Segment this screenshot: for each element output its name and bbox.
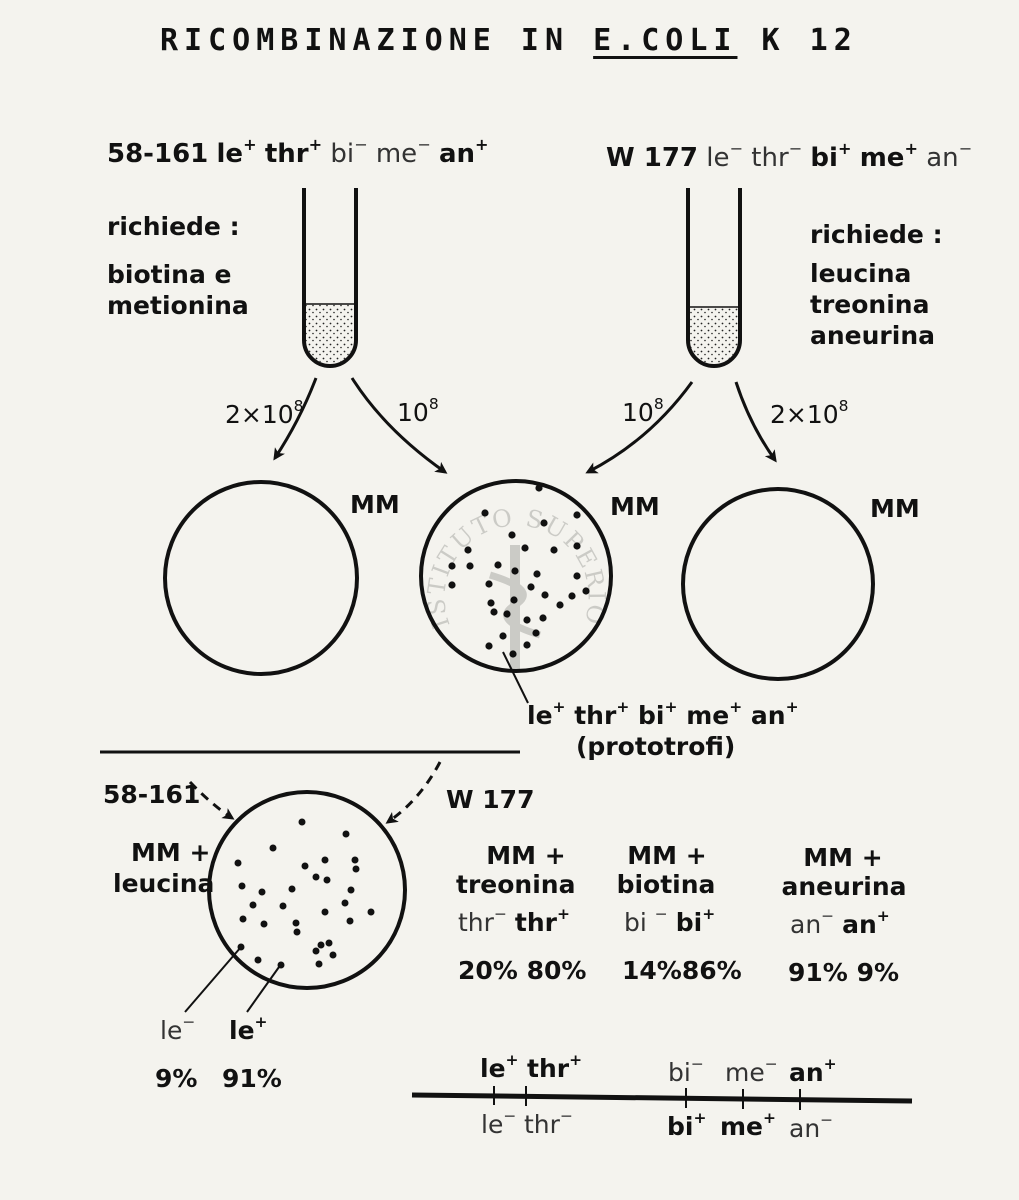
selection-aneurina-medium1: MM + xyxy=(803,843,883,872)
gene-bi-right: bi+ xyxy=(810,138,852,173)
genetic-map-line xyxy=(411,1092,913,1104)
selection-treonina-medium1: MM + xyxy=(486,841,566,870)
prototroph-genotype: le+ thr+ bi+ me+ an+ xyxy=(527,698,799,730)
prototroph-pointer xyxy=(502,651,529,704)
arrow-right-to-plate2 xyxy=(585,381,694,474)
dashed-arrow-left xyxy=(188,780,235,820)
plate-center-medium: MM xyxy=(610,492,660,521)
cross-left-strain: 58-161 xyxy=(103,780,201,809)
test-tube-left xyxy=(302,188,358,368)
count-right-plate2: 108 xyxy=(622,395,664,427)
gene-me-left: me− xyxy=(375,134,431,169)
map-bottom-le: le− xyxy=(481,1107,517,1139)
selection-biotina-pct: 14%86% xyxy=(622,956,742,985)
genetic-map-ticks xyxy=(493,1086,801,1110)
selection-aneurina-alleles: an− an+ xyxy=(790,907,890,939)
count-left-plate1: 2×108 xyxy=(225,397,304,429)
map-bottom-an: an− xyxy=(789,1111,834,1143)
plate-right xyxy=(681,487,875,681)
dashed-arrow-right xyxy=(385,761,442,824)
map-bottom-bi: bi+ xyxy=(667,1109,707,1141)
strain-right-name: W 177 xyxy=(606,143,699,173)
requires-left-line2: metionina xyxy=(107,291,249,320)
requires-label-right: richiede : xyxy=(810,220,943,249)
cross-medium-line1: MM + xyxy=(131,838,211,867)
map-top-bi: bi− xyxy=(668,1055,704,1087)
selection-treonina-pct: 20% 80% xyxy=(458,956,587,985)
cross-medium-line2: leucina xyxy=(113,869,215,898)
cross-right-strain: W 177 xyxy=(446,785,535,814)
le-plus-pct: 91% xyxy=(222,1064,282,1093)
map-bottom-thr: thr− xyxy=(524,1107,573,1139)
selection-aneurina-pct: 91% 9% xyxy=(788,958,900,987)
count-right-plate3: 2×108 xyxy=(770,397,849,429)
count-left-plate2: 108 xyxy=(397,395,439,427)
arrow-left-to-plate1 xyxy=(273,377,318,461)
arrow-left-to-plate2 xyxy=(350,377,448,474)
gene-thr-left: thr+ xyxy=(264,134,323,169)
le-minus-label: le− xyxy=(160,1013,196,1045)
strain-left-name: 58-161 xyxy=(107,139,209,169)
plate-left-medium: MM xyxy=(350,490,400,519)
requires-right-line2: treonina xyxy=(810,290,930,319)
selection-treonina-medium2: treonina xyxy=(456,870,576,899)
strain-right-genotype: W 177 le− thr− bi+ me+ an− xyxy=(606,138,973,173)
gene-an-left: an+ xyxy=(438,134,489,169)
map-top-me: me− xyxy=(725,1055,778,1087)
map-top-thr: thr+ xyxy=(527,1051,583,1083)
map-bottom-me: me+ xyxy=(720,1109,777,1141)
title-organism: E.COLI xyxy=(593,23,738,58)
arrow-right-to-plate3 xyxy=(734,381,777,463)
requires-right-line3: aneurina xyxy=(810,321,935,350)
gene-an-right: an− xyxy=(926,138,973,173)
plate-left xyxy=(163,480,359,676)
gene-me-right: me+ xyxy=(859,138,918,173)
map-top-an: an+ xyxy=(789,1055,837,1087)
selection-biotina-medium2: biotina xyxy=(616,870,716,899)
gene-thr-right: thr− xyxy=(751,138,803,173)
gene-bi-left: bi− xyxy=(330,134,368,169)
gene-le-right: le− xyxy=(706,138,744,173)
le-minus-pct: 9% xyxy=(155,1064,198,1093)
prototroph-label: (prototrofi) xyxy=(576,732,736,761)
test-tube-right xyxy=(686,188,742,368)
diagram-title: RICOMBINAZIONE IN E.COLI K 12 xyxy=(160,26,858,56)
selection-treonina-alleles: thr− thr+ xyxy=(458,905,570,937)
colonies-center-plate xyxy=(448,484,590,658)
plate-right-medium: MM xyxy=(870,494,920,523)
le-minus-pointer xyxy=(184,946,242,1013)
selection-biotina-medium1: MM + xyxy=(627,841,707,870)
requires-left-line1: biotina e xyxy=(107,260,232,289)
plate-center xyxy=(419,479,613,673)
gene-le-left: le+ xyxy=(216,134,257,169)
map-top-le: le+ xyxy=(480,1051,519,1083)
requires-label-left: richiede : xyxy=(107,212,240,241)
title-part3: K 12 xyxy=(737,23,858,58)
selection-aneurina-medium2: aneurina xyxy=(781,872,907,901)
requires-right-line1: leucina xyxy=(810,259,912,288)
selection-biotina-alleles: bi − bi+ xyxy=(624,905,716,937)
colonies-cross-plate xyxy=(234,818,375,969)
plate-cross xyxy=(207,790,407,990)
le-plus-label: le+ xyxy=(229,1013,268,1045)
le-plus-pointer xyxy=(246,966,280,1013)
strain-left-genotype: 58-161 le+ thr+ bi− me− an+ xyxy=(107,134,489,169)
title-part1: RICOMBINAZIONE IN xyxy=(160,23,594,58)
